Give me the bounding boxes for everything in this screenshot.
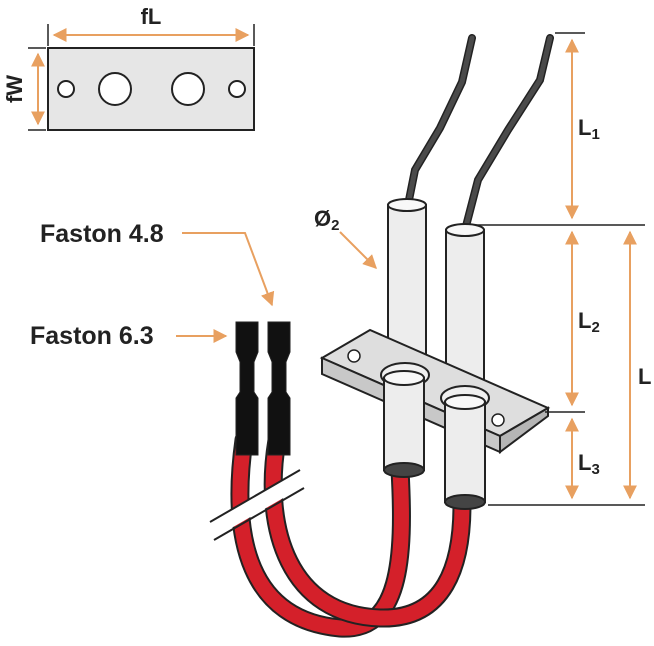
dimension-l-total: L	[623, 230, 651, 500]
label-faston-63: Faston 6.3	[30, 322, 154, 350]
mounting-bracket	[319, 328, 551, 454]
dimension-l2: L2	[565, 230, 600, 407]
dimension-diameter: Ø2	[314, 206, 377, 269]
cable-right	[263, 430, 472, 628]
faston-terminal-right	[267, 321, 291, 456]
label-l3-sub: 3	[591, 461, 599, 478]
label-l3: L	[578, 450, 591, 475]
label-l2-sub: 2	[591, 319, 599, 336]
electrode-ceramic-left-upper	[387, 198, 427, 361]
electrode-wire-right	[461, 34, 554, 234]
svg-text:L3: L3	[578, 450, 600, 478]
dimension-reference-lines	[475, 32, 645, 506]
dimension-l1: L1	[565, 38, 600, 220]
svg-text:Ø2: Ø2	[314, 206, 339, 234]
mounting-plate	[47, 47, 255, 131]
electrode-ceramic-right-lower	[444, 394, 486, 510]
label-l2: L	[578, 308, 591, 333]
plate-hole-large-right	[171, 72, 205, 106]
label-fw: fW	[2, 75, 27, 103]
svg-text:L1: L1	[578, 115, 600, 143]
electrode-ceramic-right-upper	[445, 223, 485, 391]
label-fl: fL	[141, 4, 162, 29]
callout-faston-48: Faston 4.8	[40, 220, 275, 307]
label-l1: L	[578, 115, 591, 140]
electrode-wire-left	[404, 34, 476, 209]
plate-hole-small-left	[57, 80, 75, 98]
svg-text:L2: L2	[578, 308, 600, 336]
faston-terminal-left	[235, 321, 259, 456]
dimension-fw: fW	[2, 47, 46, 131]
plate-hole-large-left	[98, 72, 132, 106]
label-l1-sub: 1	[591, 126, 599, 143]
electrode-ceramic-left-lower	[383, 370, 425, 478]
dimension-l3: L3	[565, 417, 600, 500]
plate-hole-small-right	[228, 80, 246, 98]
dimension-fl: fL	[47, 4, 255, 46]
label-faston-48: Faston 4.8	[40, 220, 164, 248]
cable-break-mark	[207, 469, 307, 541]
callout-faston-63: Faston 6.3	[30, 322, 228, 350]
label-diameter-sub: 2	[331, 217, 339, 234]
label-l-total: L	[638, 364, 651, 389]
label-diameter: Ø	[314, 206, 331, 231]
